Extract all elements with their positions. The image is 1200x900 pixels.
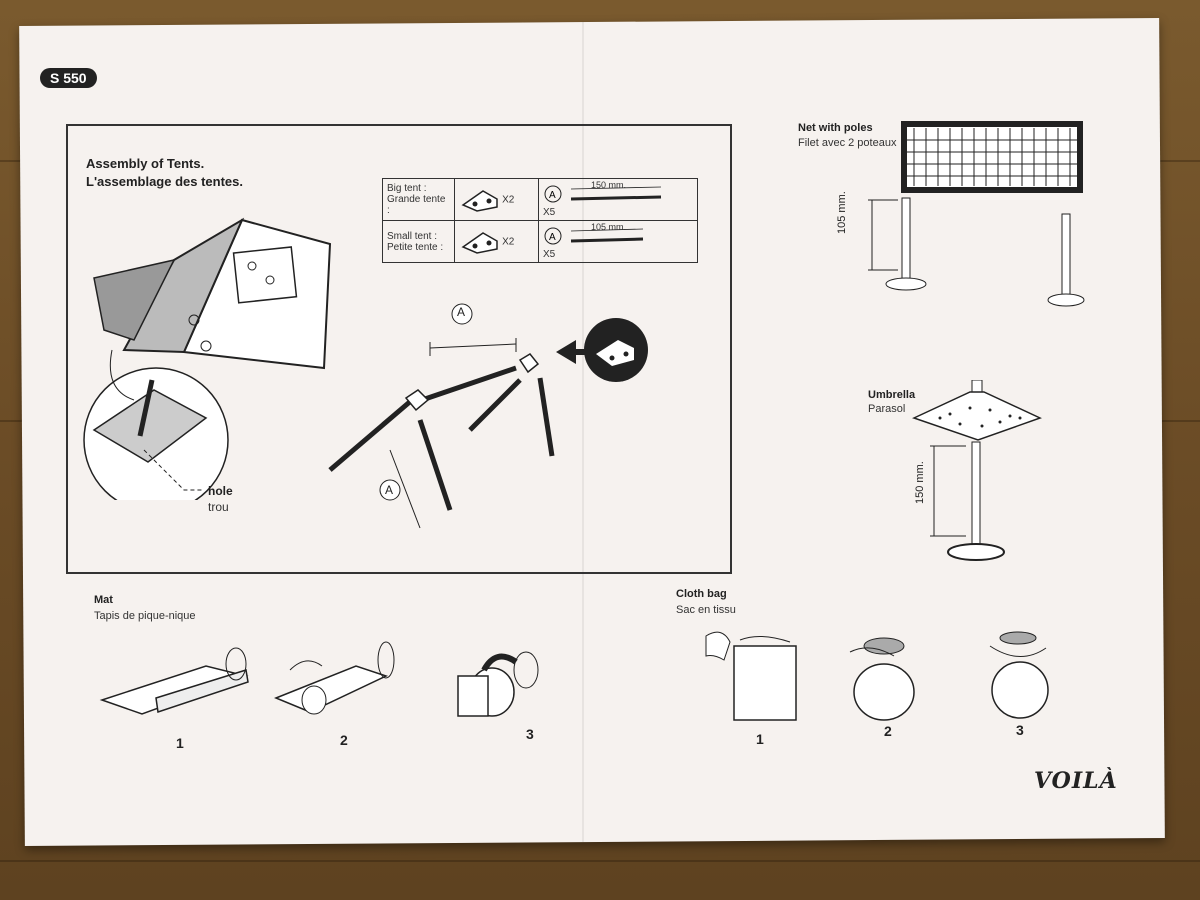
label-a-top: A bbox=[457, 305, 466, 319]
mat-title: Mat bbox=[94, 594, 113, 606]
big-tent-label: Big tent : bbox=[387, 183, 427, 194]
mat-step-2: 2 bbox=[340, 732, 348, 748]
hole-label-fr: trou bbox=[208, 500, 229, 514]
connector-icon bbox=[461, 231, 499, 254]
small-tent-label: Small tent : bbox=[387, 230, 438, 242]
bag-steps-illustration bbox=[705, 631, 1049, 721]
umbrella-title: Umbrella bbox=[868, 389, 916, 401]
sheet-fold bbox=[582, 22, 584, 842]
floor-seam bbox=[0, 860, 1200, 862]
net-illustration bbox=[868, 121, 1085, 307]
big-tent-label-fr: Grande tente : bbox=[387, 194, 446, 216]
bag-title: Cloth bag bbox=[676, 588, 727, 600]
big-pole-length: 150 mm. bbox=[591, 180, 627, 190]
umbrella-title-fr: Parasol bbox=[868, 403, 906, 415]
bag-step-1: 1 bbox=[756, 731, 764, 747]
net-dimension: 105 mm. bbox=[836, 191, 848, 234]
bag-step-3: 3 bbox=[1016, 722, 1024, 738]
bag-step-2: 2 bbox=[884, 723, 892, 739]
small-connector-qty: X2 bbox=[502, 236, 515, 248]
small-pole-qty: X5 bbox=[543, 249, 556, 260]
umbrella-pattern bbox=[938, 406, 1022, 428]
product-code-badge: S 550 bbox=[40, 68, 97, 88]
pole-icon: A bbox=[544, 227, 644, 245]
tent-illustration bbox=[83, 217, 332, 500]
net-title-fr: Filet avec 2 poteaux bbox=[798, 137, 897, 149]
umbrella-illustration bbox=[911, 380, 1042, 561]
small-pole-length: 105 mm. bbox=[591, 222, 627, 232]
tent-parts-table: Big tent : Grande tente : X2 A 150 mm. X… bbox=[381, 178, 698, 263]
bag-title-fr: Sac en tissu bbox=[676, 604, 736, 616]
small-tent-label-fr: Petite tente : bbox=[387, 241, 444, 253]
net-mesh bbox=[906, 128, 1078, 186]
svg-text:A: A bbox=[549, 232, 556, 243]
mat-step-3: 3 bbox=[526, 726, 534, 742]
tent-assembly-panel bbox=[66, 124, 732, 574]
mat-title-fr: Tapis de pique-nique bbox=[94, 610, 196, 622]
umbrella-dimension: 150 mm. bbox=[914, 461, 926, 504]
brand-logo: VOILÀ bbox=[1034, 768, 1118, 794]
big-pole-qty: X5 bbox=[543, 207, 556, 218]
hole-label: hole bbox=[208, 484, 233, 498]
tent-title-en: Assembly of Tents. bbox=[86, 156, 205, 171]
tent-title-fr: L'assemblage des tentes. bbox=[86, 174, 243, 189]
big-connector-qty: X2 bbox=[502, 194, 515, 206]
mat-steps-illustration bbox=[99, 641, 539, 717]
pole-icon: A bbox=[544, 185, 662, 203]
connector-icon bbox=[461, 189, 499, 212]
net-title: Net with poles bbox=[798, 122, 873, 134]
label-a-side: A bbox=[385, 483, 394, 497]
tent-frame-diagram bbox=[328, 303, 648, 529]
mat-step-1: 1 bbox=[176, 735, 184, 751]
svg-text:A: A bbox=[549, 190, 556, 201]
